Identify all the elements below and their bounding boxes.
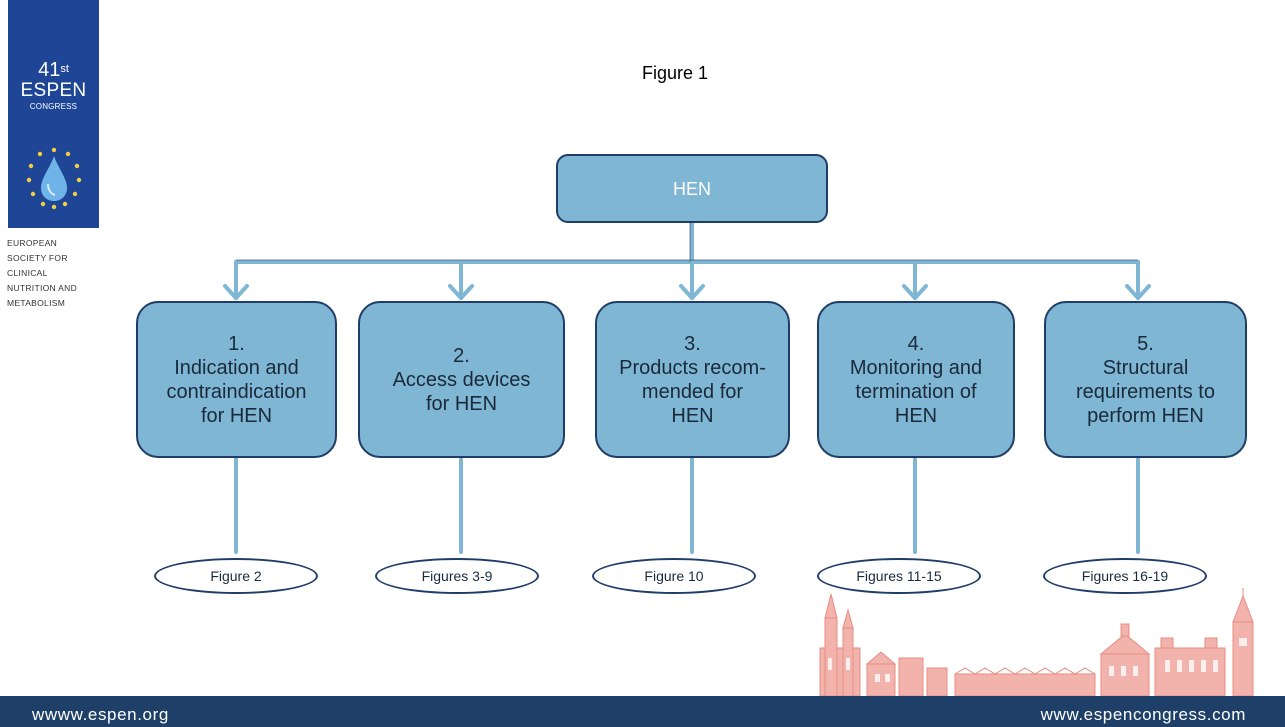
figure-ref-1: Figure 2	[154, 558, 318, 594]
node-access-devices: 2. Access devices for HEN	[358, 301, 565, 458]
arrowhead-3	[679, 284, 705, 300]
footer-bar: wwww.espen.org www.espencongress.com	[0, 696, 1285, 727]
logo-sub: CONGRESS	[29, 102, 78, 111]
arrowhead-2	[448, 284, 474, 300]
logo-number: 41st	[38, 59, 69, 81]
logo-name: ESPEN	[20, 80, 87, 101]
footer-congress-link[interactable]: www.espencongress.com	[1040, 705, 1246, 724]
figure-ref-2: Figures 3-9	[375, 558, 539, 594]
arrowhead-1	[223, 284, 249, 300]
arrowhead-4	[902, 284, 928, 300]
city-skyline-illustration	[819, 588, 1254, 696]
figure-title: Figure 1	[641, 63, 709, 83]
node-indication: 1. Indication and contraindication for H…	[136, 301, 337, 458]
figure-ref-5: Figures 16-19	[1043, 558, 1207, 594]
figure-ref-3: Figure 10	[592, 558, 756, 594]
footer-espen-link[interactable]: wwww.espen.org	[32, 705, 169, 724]
society-name: EUROPEAN SOCIETY FOR CLINICAL NUTRITION …	[7, 238, 78, 308]
node-products: 3. Products recom- mended for HEN	[595, 301, 790, 458]
node-structural: 5. Structural requirements to perform HE…	[1044, 301, 1247, 458]
arrowhead-5	[1125, 284, 1151, 300]
espen-logo: 41st ESPEN CONGRESS	[8, 0, 99, 228]
figure-ref-4: Figures 11-15	[817, 558, 981, 594]
node-monitoring: 4. Monitoring and termination of HEN	[817, 301, 1015, 458]
root-node-hen: HEN	[556, 154, 828, 223]
logo-number-suffix: st	[60, 63, 69, 75]
star-drop-emblem-icon	[26, 147, 82, 210]
